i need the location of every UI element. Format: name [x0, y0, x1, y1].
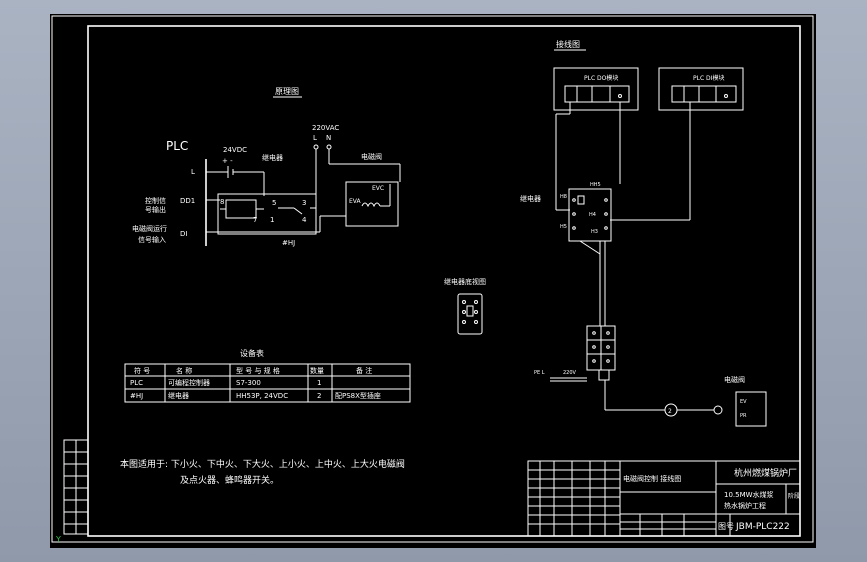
output-signal-label-1: 控制信 — [145, 196, 166, 205]
table-header: 名 称 — [176, 366, 192, 375]
ac-n-label: N — [326, 134, 331, 142]
socket-title: 继电器底视图 — [444, 277, 486, 286]
socket-bottom-view: 继电器底视图 — [444, 277, 486, 335]
table-header: 型 号 与 规 格 — [236, 366, 280, 375]
note-line-2: 及点火器、蜂鸣器开关。 — [180, 474, 279, 486]
pin-3: 3 — [302, 199, 306, 207]
principle-diagram: 原理图 PLC L DD1 DI 控制信 号输出 电磁阀运行 信号输入 24VD… — [132, 87, 401, 247]
pin-7: 7 — [253, 216, 257, 224]
terminal-dd1: DD1 — [180, 197, 195, 205]
circle-tag: 2 — [668, 408, 672, 415]
cable-tag: PE L — [534, 370, 545, 376]
left-index-strip: Y — [55, 439, 89, 544]
relay-coil — [225, 199, 257, 219]
table-cell: HH53P, 24VDC — [236, 392, 288, 400]
do-module-label: PLC DO模块 — [584, 74, 618, 82]
table-cell: PLC — [130, 379, 143, 387]
relay-box — [217, 193, 317, 235]
di-module-label: PLC DI模块 — [693, 74, 724, 82]
label-h4: H4 — [589, 212, 596, 218]
principle-title: 原理图 — [275, 87, 299, 96]
project-line-1: 10.5MW水煤浆 — [724, 490, 774, 499]
terminal-l: L — [191, 168, 195, 176]
equipment-table: 设备表 符 号 名 称 型 号 与 规 格 数量 备 注 PLC 可编程控制器 … — [124, 348, 411, 403]
do-module — [553, 67, 639, 111]
ac-supply-label: 220VAC — [312, 124, 339, 132]
relay-socket — [568, 188, 612, 242]
output-signal-label-2: 号输出 — [145, 205, 166, 214]
wiring-relay-label: 继电器 — [520, 194, 541, 203]
drawing-canvas[interactable]: 原理图 PLC L DD1 DI 控制信 号输出 电磁阀运行 信号输入 24VD… — [50, 14, 816, 548]
drawing-no-label: 图号 — [718, 522, 734, 531]
table-header: 符 号 — [134, 366, 150, 375]
feedback-label-2: 信号输入 — [138, 235, 166, 244]
company-name: 杭州燃煤锅炉厂 — [734, 467, 797, 479]
pin-8: 8 — [220, 198, 224, 206]
terminal-di: DI — [180, 230, 187, 238]
drawing-svg: 原理图 PLC L DD1 DI 控制信 号输出 电磁阀运行 信号输入 24VD… — [51, 15, 814, 544]
ucs-icon: Y — [55, 535, 61, 544]
relay-code: #HJ — [282, 239, 295, 247]
drawing-name: 电磁阀控制 接线图 — [623, 474, 681, 483]
table-cell: 可编程控制器 — [168, 378, 210, 387]
relay-label: 继电器 — [262, 153, 283, 162]
valve-pin-top: EVC — [372, 185, 384, 192]
note: 本图适用于: 下小火、下中火、下大火、上小火、上中火、上大火电磁阀 及点火器、蜂… — [120, 458, 405, 486]
equipment-table-title: 设备表 — [240, 348, 264, 358]
polarity-label: + - — [222, 157, 233, 165]
base-code: HH5 — [590, 182, 601, 188]
plc-label: PLC — [166, 139, 188, 153]
table-cell: S7-300 — [236, 379, 261, 387]
valve-terminal-b: PR — [740, 413, 747, 419]
table-header: 数量 — [310, 366, 324, 375]
drawing-no: JBM-PLC222 — [735, 522, 790, 532]
label-h3: H3 — [591, 229, 598, 235]
valve-terminal-a: EV — [740, 399, 747, 405]
cable-voltage: 220V — [563, 370, 577, 376]
feedback-label-1: 电磁阀运行 — [132, 224, 167, 233]
wiring-valve-box — [735, 391, 767, 427]
pin-5: 5 — [272, 199, 276, 207]
pin-1: 1 — [270, 216, 274, 224]
wiring-valve-label: 电磁阀 — [724, 375, 745, 384]
socket-outline — [457, 293, 483, 335]
ac-l-label: L — [313, 134, 317, 142]
valve-pin-left: EVA — [349, 198, 362, 205]
stage-label: 阶段 — [788, 492, 800, 500]
label-h8: H8 — [560, 194, 567, 200]
wiring-diagram: 接线图 PLC DO模块 PLC DI模块 — [520, 39, 767, 427]
valve-label: 电磁阀 — [361, 152, 382, 161]
label-h5: H5 — [560, 224, 567, 230]
pin-4: 4 — [302, 216, 307, 224]
table-cell: 配PS8X型插座 — [335, 391, 381, 400]
outer-frame — [51, 15, 814, 543]
wiring-title: 接线图 — [556, 39, 580, 49]
note-line-1: 本图适用于: 下小火、下中火、下大火、上小火、上中火、上大火电磁阀 — [120, 458, 405, 470]
valve-box — [345, 181, 399, 227]
table-cell: 2 — [317, 392, 321, 400]
table-cell: 1 — [317, 379, 321, 387]
inner-frame — [87, 25, 801, 537]
project-line-2: 热水锅炉工程 — [724, 501, 766, 510]
dc-supply-label: 24VDC — [223, 146, 247, 154]
title-block: 杭州燃煤锅炉厂 10.5MW水煤浆 热水锅炉工程 阶段 电磁阀控制 接线图 图号… — [527, 460, 801, 537]
di-module — [658, 67, 744, 111]
table-header: 备 注 — [356, 366, 372, 375]
table-cell: 继电器 — [168, 391, 189, 400]
table-cell: #HJ — [130, 392, 143, 400]
